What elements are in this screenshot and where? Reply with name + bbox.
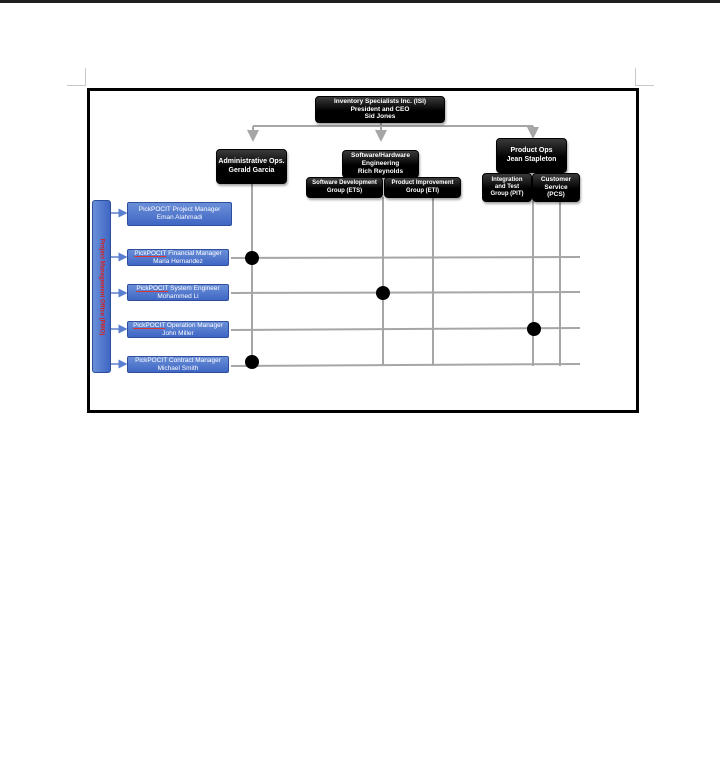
manager-title: PickPOCIT Financial Manager xyxy=(134,250,221,258)
manager-title: PickPOCIT Project Manager xyxy=(138,206,221,214)
manager-title-brand: PickPOCIT xyxy=(133,321,166,329)
matrix-dot-pit-operation xyxy=(527,322,541,336)
product-ops-name: Jean Stapleton xyxy=(506,155,557,163)
matrix-row-system xyxy=(230,291,581,294)
pcs-line-2: Service xyxy=(544,183,568,191)
manager-box-system: PickPOCIT System Engineer Mohammed Li xyxy=(127,284,229,301)
ceo-node: Inventory Specialists Inc. (ISI) Preside… xyxy=(315,96,445,123)
pit-line-2: and Test xyxy=(494,183,520,190)
matrix-row-operation xyxy=(230,327,581,331)
window-top-border xyxy=(0,0,720,3)
ets-line-2: Group (ETS) xyxy=(326,187,363,194)
matrix-dot-admin-financial xyxy=(245,251,259,265)
manager-title: PickPOCIT Operation Manager xyxy=(133,322,223,330)
manager-name: John Miller xyxy=(162,329,194,337)
manager-title-role: System Engineer xyxy=(168,284,220,292)
ceo-name: Sid Jones xyxy=(364,113,396,121)
ceo-company: Inventory Specialists Inc. (ISI) xyxy=(333,97,427,105)
swhw-eng-node: Software/Hardware Engineering Rich Reyno… xyxy=(342,150,419,178)
admin-ops-title: Administrative Ops. xyxy=(218,158,285,166)
eti-line-1: Product Improvement xyxy=(391,180,454,187)
crop-mark xyxy=(635,68,636,86)
ceo-title: President and CEO xyxy=(350,105,410,113)
crop-mark xyxy=(67,85,86,86)
crop-mark xyxy=(635,85,654,86)
manager-title-brand: PickPOCIT xyxy=(134,249,167,257)
ets-line-1: Software Development xyxy=(312,180,377,187)
pcs-line-1: Customer xyxy=(540,175,572,183)
manager-box-financial: PickPOCIT Financial Manager Maria Hernan… xyxy=(127,249,229,266)
manager-title-role: Financial Manager xyxy=(166,249,222,257)
swhw-title-2: Engineering xyxy=(361,160,400,168)
pcs-line-3: (PCS) xyxy=(547,191,565,199)
matrix-dot-ets-system xyxy=(376,286,390,300)
manager-title-brand: PickPOCIT xyxy=(136,284,169,292)
admin-ops-node: Administrative Ops. Gerald Garcia xyxy=(216,149,287,184)
manager-title-role: Operation Manager xyxy=(165,321,223,329)
pit-line-1: Integration xyxy=(491,176,523,183)
matrix-dot-admin-contract xyxy=(245,355,259,369)
product-ops-node: Product Ops Jean Stapleton xyxy=(496,138,567,173)
pcs-node: Customer Service (PCS) xyxy=(532,173,580,202)
manager-name: Michael Smith xyxy=(157,364,199,372)
manager-name: Maria Hernandez xyxy=(153,257,203,265)
eti-line-2: Group (ETI) xyxy=(406,187,439,194)
pmo-label: Project Management Office (PMO) xyxy=(98,238,105,335)
crop-mark xyxy=(85,68,86,86)
manager-box-contract: PickPOCIT Contract Manager Michael Smith xyxy=(127,356,229,373)
manager-name: Mohammed Li xyxy=(157,292,199,300)
product-ops-title: Product Ops xyxy=(510,147,553,155)
swhw-name: Rich Reynolds xyxy=(357,167,404,175)
manager-box-project: PickPOCIT Project Manager Eman Alahmadi xyxy=(127,202,232,226)
swhw-title-1: Software/Hardware xyxy=(351,152,410,160)
matrix-row-financial xyxy=(230,256,581,259)
manager-title: PickPOCIT Contract Manager xyxy=(135,356,221,364)
ets-node: Software Development Group (ETS) xyxy=(306,177,383,198)
pit-node: Integration and Test Group (PIT) xyxy=(482,173,532,202)
manager-title: PickPOCIT System Engineer xyxy=(136,285,219,293)
pmo-bar: Project Management Office (PMO) xyxy=(92,200,111,373)
manager-name: Eman Alahmadi xyxy=(156,214,203,221)
matrix-row-contract xyxy=(230,363,581,367)
manager-box-operation: PickPOCIT Operation Manager John Miller xyxy=(127,321,229,338)
eti-node: Product Improvement Group (ETI) xyxy=(384,177,461,198)
admin-ops-name: Gerald Garcia xyxy=(228,166,275,174)
pit-line-3: Group (PIT) xyxy=(490,191,524,198)
